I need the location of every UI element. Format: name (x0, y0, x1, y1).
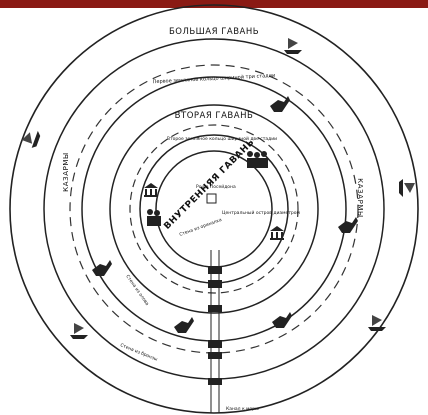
orichalcum-wall-label: Стена из орихалка (179, 217, 223, 238)
ship-icon (70, 323, 88, 339)
outer-harbor-label: БОЛЬШАЯ ГАВАНЬ (169, 27, 259, 37)
ship-icon (284, 38, 302, 54)
horseman-icon (92, 260, 112, 276)
horseman-icon (272, 312, 292, 328)
canal-to-sea (208, 250, 222, 413)
second-ring-label: Второе земляное кольцо шириной две стади… (167, 135, 277, 142)
inner-harbor-ring (140, 135, 288, 283)
horseman-icon (338, 217, 358, 233)
crowd-icon (147, 209, 161, 226)
ship-icon (399, 179, 415, 197)
barracks-left-label: КАЗАРМЫ (62, 152, 70, 192)
temple-square (207, 194, 216, 203)
second-harbor-label: ВТОРАЯ ГАВАНЬ (175, 111, 254, 121)
horseman-icon (270, 96, 290, 112)
temple-icon (270, 226, 284, 240)
temple-icon (144, 183, 158, 197)
canal-label: Канал к морю (226, 406, 259, 412)
first-land-ring-outer (44, 39, 384, 379)
crowd-icon (247, 151, 268, 168)
grove-label: Роща Посейдона (196, 183, 236, 190)
bronze-wall-label: Стена из бронзы (119, 342, 158, 363)
first-ring-label: Первое земляное кольцо шириной три стади… (152, 72, 275, 85)
barracks-right-label: КАЗАРМЫ (356, 178, 364, 218)
central-island (156, 151, 272, 267)
horseman-icon (174, 317, 194, 333)
central-island-label: Центральный остров диаметром (222, 209, 300, 216)
